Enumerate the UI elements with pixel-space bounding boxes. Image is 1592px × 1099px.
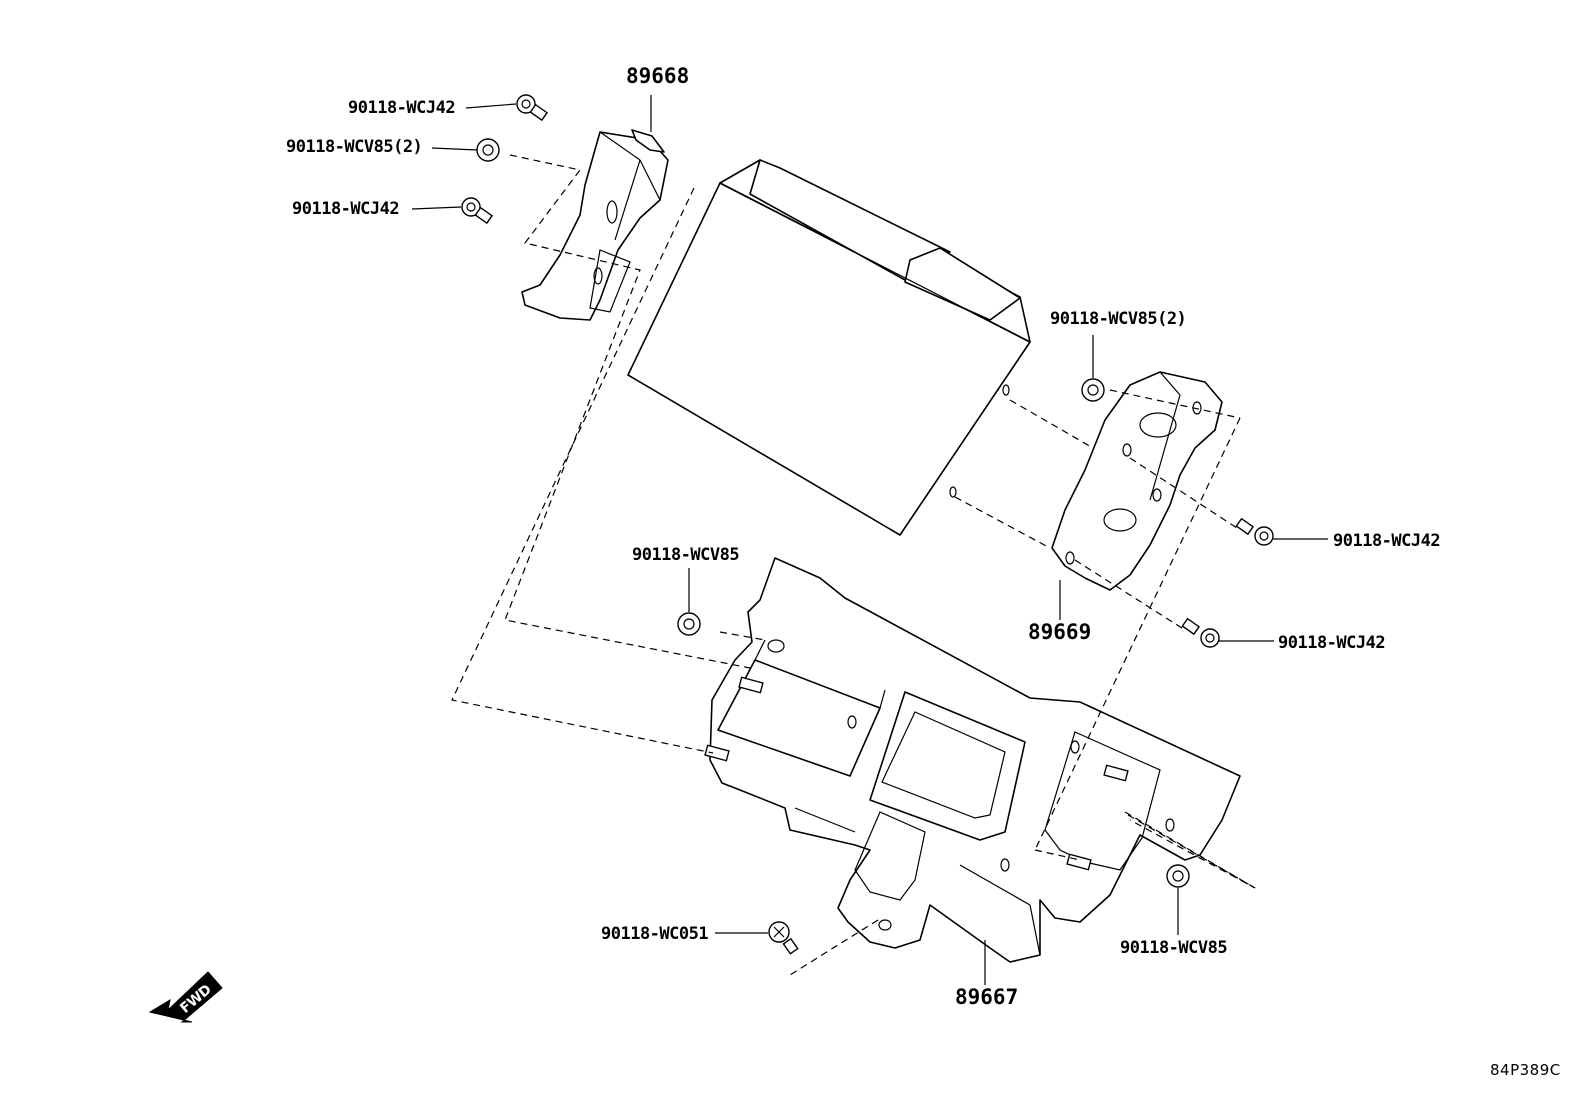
- label-tl-bolt-bottom: 90118-WCJ42: [292, 199, 400, 219]
- bolt-tl-top: [516, 94, 549, 122]
- stud-right-upper: [1103, 764, 1129, 782]
- bolt-tl-bottom: [461, 197, 494, 225]
- label-part-89667: 89667: [955, 985, 1019, 1009]
- bolt-right-upper: [1235, 517, 1274, 546]
- stud-left-upper: [738, 676, 764, 694]
- label-bottom-screw: 90118-WC051: [601, 924, 709, 944]
- nut-bottom-right: [1166, 864, 1190, 888]
- label-tl-nut: 90118-WCV85(2): [286, 137, 423, 157]
- label-tl-bolt-top: 90118-WCJ42: [348, 98, 456, 118]
- label-right-bolt-upper: 90118-WCJ42: [1333, 531, 1441, 551]
- bracket-89667: [704, 557, 1241, 963]
- screw-bottom: [768, 921, 799, 955]
- fwd-arrow-icon: [148, 971, 223, 1023]
- bracket-89668: [521, 129, 669, 321]
- reference-code: 84P389C: [1490, 1061, 1561, 1079]
- label-part-89669: 89669: [1028, 620, 1092, 644]
- stud-left-lower: [704, 744, 730, 762]
- label-bottom-right-nut: 90118-WCV85: [1120, 938, 1228, 958]
- label-center-nut: 90118-WCV85: [632, 545, 740, 565]
- bracket-89669: [1051, 371, 1223, 591]
- label-part-89668: 89668: [626, 64, 690, 88]
- ecu-module: [627, 159, 1031, 536]
- label-right-nut: 90118-WCV85(2): [1050, 309, 1187, 329]
- bolt-right-lower: [1181, 617, 1220, 648]
- nut-right: [1081, 378, 1105, 402]
- label-right-bolt-lower: 90118-WCJ42: [1278, 633, 1386, 653]
- assembly-lines: [451, 154, 1256, 976]
- leader-lines: [411, 95, 1328, 985]
- nut-center: [677, 612, 701, 636]
- nut-tl: [476, 138, 500, 162]
